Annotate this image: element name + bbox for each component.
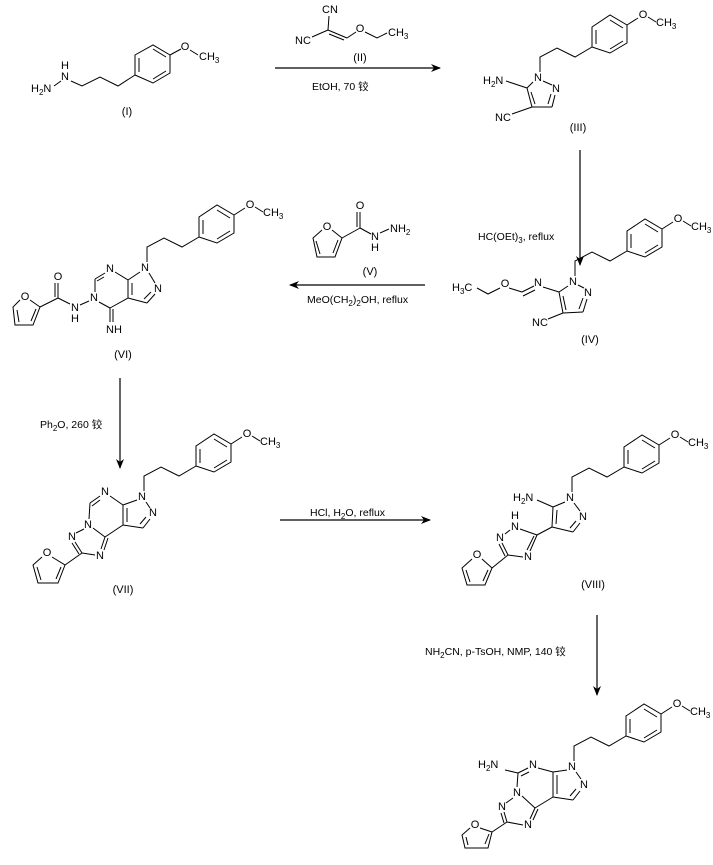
compound-label: (II) [353, 52, 366, 64]
triazole-n2: N [496, 532, 504, 544]
ether-oxygen: O [501, 278, 510, 290]
amine-nh2: NH2 [390, 223, 411, 237]
pyrazole-n1: N [569, 276, 577, 288]
triazole-nh-h: H [511, 510, 519, 522]
methoxyphenylpropyl-group: O CH3 [574, 213, 712, 276]
furan-oxygen: O [471, 819, 480, 831]
furan-oxygen: O [21, 291, 30, 303]
methoxyphenylpropyl-group: O CH3 [539, 9, 677, 72]
compound-label: (V) [363, 266, 378, 278]
step1-conditions: EtOH, 70 铰 [312, 80, 369, 93]
bridgehead-n: N [84, 519, 92, 531]
nitrile-cn: CN [322, 4, 338, 16]
furan-oxygen: O [43, 547, 52, 559]
carbonyl-oxygen: O [356, 200, 365, 212]
furan-oxygen: O [323, 221, 332, 233]
pyrimidine-n5: N [90, 292, 98, 304]
compound-VII: O CH3 N N N N N N O (VII) [32, 428, 281, 596]
pyrazole-n1: N [141, 262, 149, 274]
ether-oxygen: O [356, 23, 365, 35]
reagent-V: O O N H NH2 (V) [312, 200, 411, 278]
step5-conditions: HCl, H2O, reflux [310, 507, 386, 521]
methyl-group: CH3 [388, 27, 409, 41]
pyrimidine-n7: N [101, 486, 109, 498]
methoxyphenylpropyl-group: O CH3 [143, 428, 281, 491]
hydrazide-h: H [371, 242, 379, 254]
bridgehead-n: N [513, 787, 521, 799]
triazole-n1: N [498, 801, 506, 813]
methoxy-oxygen: O [671, 429, 680, 441]
methyl-h3c: H3C [452, 282, 472, 296]
triazole-n3: N [524, 819, 532, 831]
pyrazole-n1: N [568, 761, 576, 773]
amine-h2n: H2N [478, 759, 498, 773]
compound-label: (IV) [581, 334, 599, 346]
triazole-n4: N [524, 551, 532, 563]
final-product: O CH3 N N N H2N N N N O [461, 698, 711, 849]
step6-conditions: NH2CN, p-TsOH, NMP, 140 铰 [425, 645, 566, 660]
carbonyl-oxygen: O [54, 271, 63, 283]
compound-VIII: O CH3 N N H2N H N N N O (VIII) [461, 429, 709, 591]
compound-label: (I) [122, 106, 132, 118]
pyrazole-n2: N [552, 83, 560, 95]
hydrazide-n: N [371, 231, 379, 243]
reagent-II: CN NC O CH3 (II) [295, 4, 409, 64]
nitrile-nc: NC [532, 317, 548, 329]
pyrazole-n2: N [580, 779, 588, 791]
pyrazole-n2: N [154, 283, 162, 295]
hydrazine-h: H [61, 60, 69, 72]
pyrazole-n1: N [534, 72, 542, 84]
hydrazine-n: N [61, 71, 69, 83]
step3-conditions: MeO(CH2)2OH, reflux [307, 294, 409, 308]
methyl-group: CH3 [690, 706, 711, 720]
pyrazole-n2: N [579, 511, 587, 523]
methyl-group: CH3 [263, 207, 284, 221]
methoxyphenylpropyl-group: O CH3 [571, 429, 709, 492]
pyrimidine-n7: N [529, 759, 537, 771]
pyrazole-n2: N [149, 507, 157, 519]
pyrazole-n1: N [138, 491, 146, 503]
compound-label: (III) [570, 122, 587, 134]
pyrazole-n2: N [584, 287, 592, 299]
compound-VI: O CH3 N N N N NH N H O O (VI) [12, 199, 284, 361]
methyl-group: CH3 [691, 221, 712, 235]
methoxy-oxygen: O [674, 213, 683, 225]
methyl-group: CH3 [199, 51, 220, 65]
step4-conditions: Ph2O, 260 铰 [40, 418, 103, 433]
nitrile-nc: NC [295, 35, 311, 47]
compound-I: H2N H N O CH3 (I) [31, 41, 220, 118]
amide-h: H [71, 313, 79, 325]
nitrile-nc: NC [495, 112, 511, 124]
pyrimidine-n7: N [106, 263, 114, 275]
step2-conditions: HC(OEt)3, reflux [478, 231, 555, 245]
amine-h2n: H2N [483, 75, 503, 89]
methoxy-oxygen: O [246, 199, 255, 211]
triazole-n1: N [68, 531, 76, 543]
compound-IV: O CH3 N N N O H3C NC (IV) [452, 213, 712, 346]
compound-III: O CH3 N N H2N NC (III) [483, 9, 677, 134]
pyrazole-n1: N [566, 492, 574, 504]
methoxy-oxygen: O [181, 41, 190, 53]
compound-label: (VII) [113, 584, 134, 596]
methoxyphenylpropyl-group: O CH3 [573, 698, 711, 761]
amide-n: N [71, 302, 79, 314]
methyl-group: CH3 [260, 436, 281, 450]
furan-oxygen: O [473, 549, 482, 561]
methyl-group: CH3 [688, 437, 709, 451]
amine-h2n: H2N [513, 492, 533, 506]
imine-nh: NH [106, 324, 122, 336]
methoxy-oxygen: O [639, 9, 648, 21]
triazole-n3: N [96, 550, 104, 562]
methoxyphenylpropyl-group: O CH3 [146, 199, 284, 262]
compound-label: (VI) [114, 349, 132, 361]
methoxy-oxygen: O [673, 698, 682, 710]
methoxy-oxygen: O [243, 428, 252, 440]
amine-h2n: H2N [31, 83, 51, 97]
methyl-group: CH3 [656, 17, 677, 31]
triazole-n1: N [511, 521, 519, 533]
compound-label: (VIII) [581, 579, 605, 591]
imine-n: N [534, 277, 542, 289]
